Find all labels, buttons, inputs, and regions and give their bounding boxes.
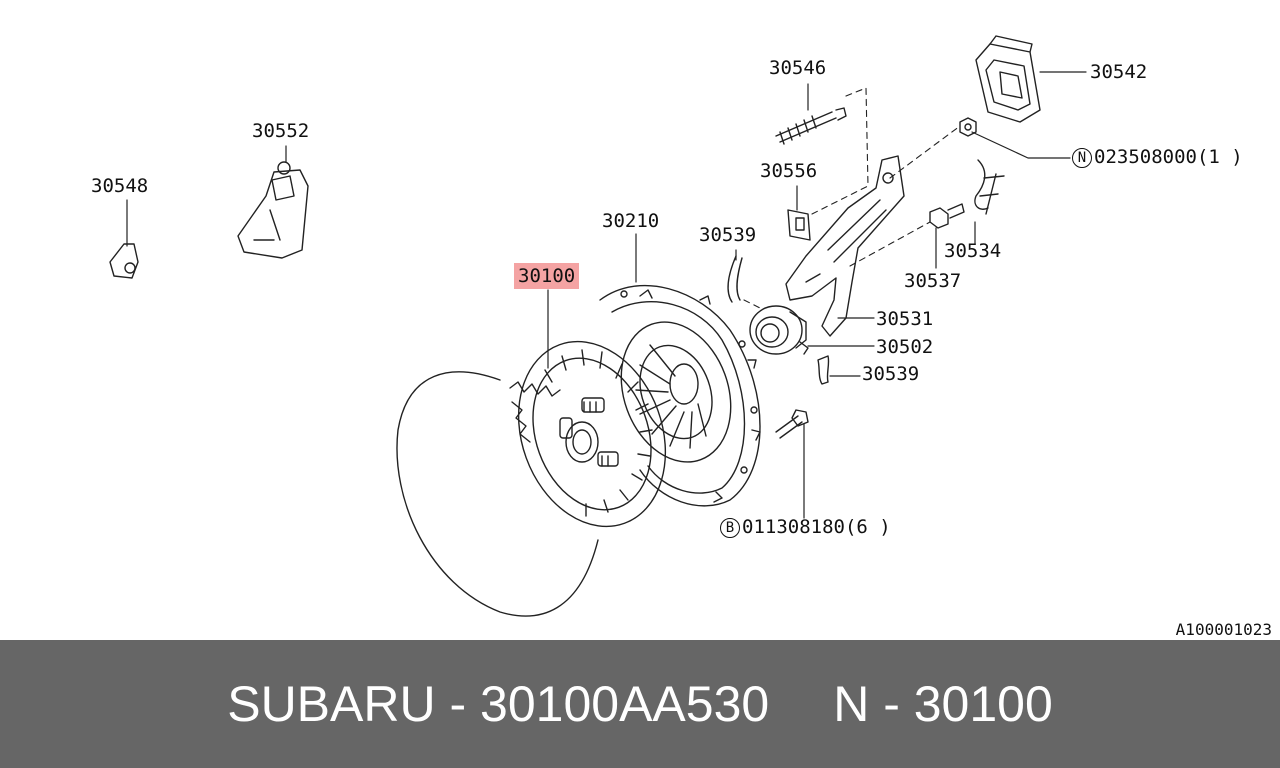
spring-30539-lower (817, 355, 830, 385)
label-30556: 30556 (760, 160, 818, 182)
spring-30539-upper (727, 255, 743, 303)
label-30502: 30502 (876, 336, 934, 358)
diagram-drawing (109, 35, 1087, 617)
label-30539-lower: 30539 (862, 363, 920, 385)
bolt-quantity: (6 ) (844, 516, 891, 538)
bolt-symbol: B (720, 518, 740, 538)
label-30210: 30210 (602, 210, 660, 232)
pivot-and-clip (929, 159, 1005, 229)
brand-part-number: SUBARU - 30100AA530 (227, 676, 770, 732)
figure-id: A100001023 (1175, 620, 1272, 639)
label-30546: 30546 (769, 57, 827, 79)
pressure-plate-cover (599, 284, 761, 507)
label-30552: 30552 (252, 120, 310, 142)
footer-banner: SUBARU - 30100AA530 N - 30100 (0, 640, 1280, 768)
bolt-part-number: 011308180 (742, 516, 845, 538)
boot (975, 35, 1041, 123)
reference-number: N - 30100 (833, 676, 1053, 732)
bolt (775, 409, 809, 439)
clutch-disc (509, 340, 667, 528)
push-rod (775, 107, 847, 145)
bracket-30552 (237, 161, 309, 259)
leader-lines (126, 71, 1087, 519)
label-30534: 30534 (944, 240, 1002, 262)
clip-30556 (787, 209, 811, 241)
release-fork (785, 155, 905, 337)
parts-diagram: 30546 30542 30552 30548 30556 30210 3053… (91, 35, 1272, 639)
nut-part-number: 023508000 (1094, 146, 1197, 168)
label-30100-highlighted: 30100 (514, 263, 580, 289)
label-30539-upper: 30539 (699, 224, 757, 246)
nut-symbol: N (1072, 148, 1092, 168)
release-bearing (749, 305, 809, 355)
nut-quantity: (1 ) (1196, 146, 1243, 168)
label-30548: 30548 (91, 175, 149, 197)
nut (959, 117, 977, 137)
assembly-lines (743, 87, 961, 309)
label-30531: 30531 (876, 308, 934, 330)
flywheel-outline (396, 371, 599, 617)
bracket-30548 (109, 243, 139, 279)
label-30542: 30542 (1090, 61, 1148, 83)
label-30537: 30537 (904, 270, 962, 292)
